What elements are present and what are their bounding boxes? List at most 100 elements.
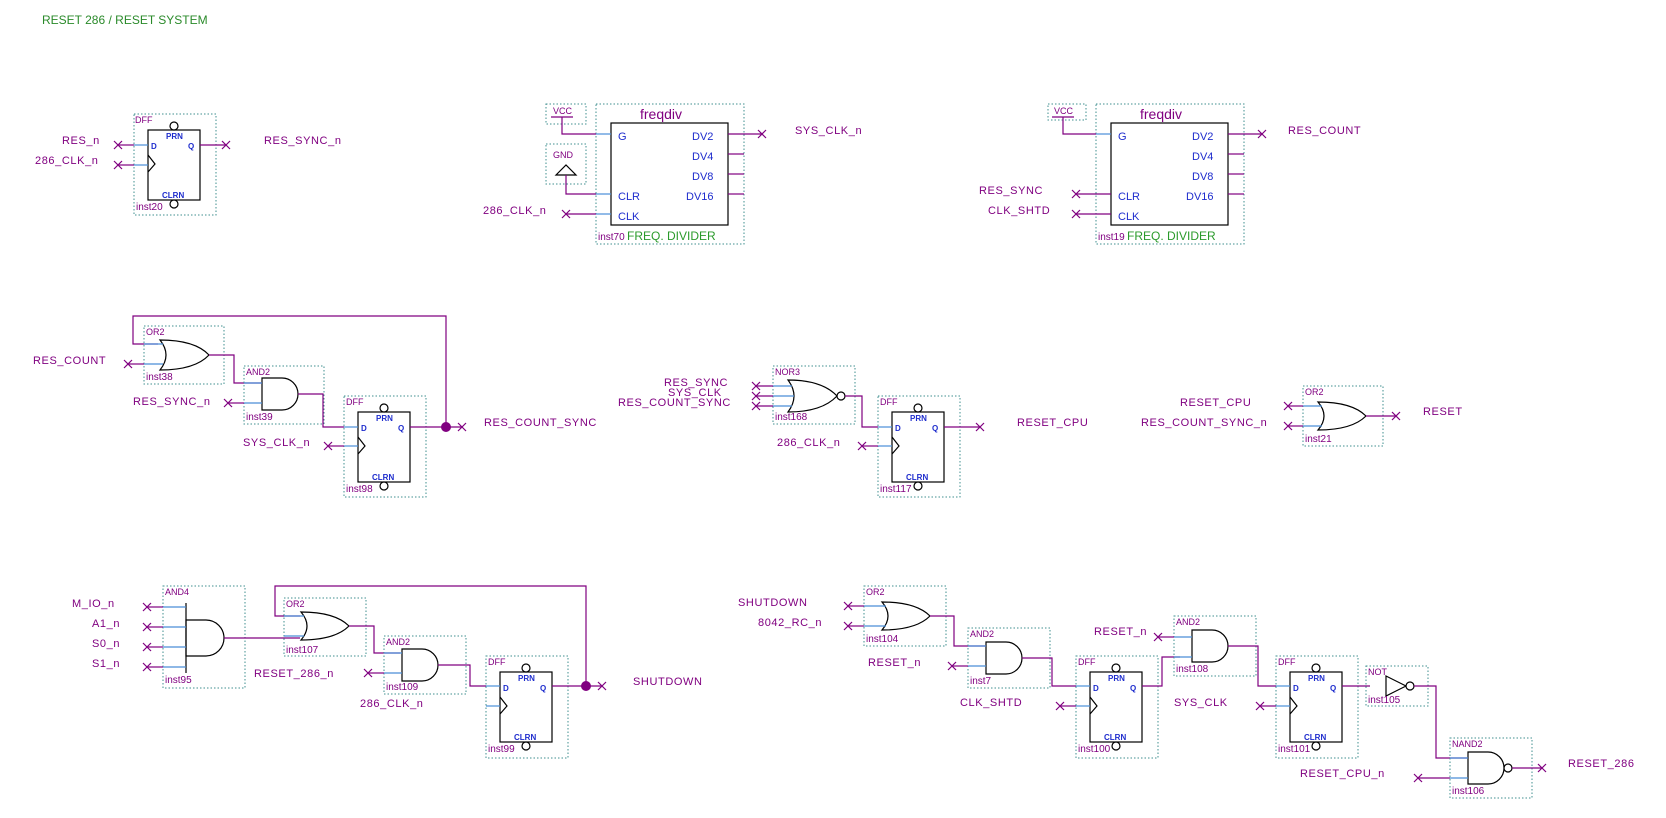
net-res-count-sync: RES_COUNT_SYNC [484, 417, 597, 429]
net-shutdown: SHUTDOWN [633, 676, 703, 688]
svg-text:AND2: AND2 [1176, 617, 1200, 627]
net-8042-rc-n: 8042_RC_n [758, 617, 822, 629]
svg-text:AND4: AND4 [165, 587, 189, 597]
svg-text:Q: Q [398, 424, 404, 433]
svg-text:inst21: inst21 [1305, 434, 1332, 445]
svg-text:AND2: AND2 [246, 367, 270, 377]
dff-inst100[interactable]: DFF PRN CLRN D Q inst100 [1075, 655, 1159, 759]
dff-inst98[interactable]: DFF PRN CLRN D Q inst98 [343, 395, 427, 498]
svg-text:inst107: inst107 [286, 645, 319, 656]
svg-text:NOT: NOT [1368, 667, 1388, 677]
svg-text:DFF: DFF [880, 397, 898, 407]
svg-text:Q: Q [1330, 684, 1336, 693]
and2-inst109[interactable]: AND2 inst109 [383, 635, 467, 695]
svg-text:CLR: CLR [1118, 191, 1140, 203]
svg-text:DV16: DV16 [686, 191, 714, 203]
svg-text:D: D [895, 424, 901, 433]
net-reset-n-2: RESET_n [1094, 626, 1147, 638]
svg-text:CLRN: CLRN [372, 473, 394, 482]
or2-inst104[interactable]: OR2 inst104 [863, 585, 947, 647]
svg-text:PRN: PRN [910, 414, 927, 423]
net-sys-clk-2: SYS_CLK [1174, 697, 1228, 709]
freqdiv-inst19[interactable]: freqdiv G CLR CLK DV2 DV4 DV8 DV16 inst1… [1095, 103, 1245, 245]
net-reset-286-n: RESET_286_n [254, 668, 334, 680]
svg-text:D: D [361, 424, 367, 433]
svg-text:VCC: VCC [1054, 106, 1074, 116]
svg-text:FREQ. DIVIDER: FREQ. DIVIDER [1127, 229, 1216, 243]
svg-text:inst19: inst19 [1098, 232, 1125, 243]
svg-text:inst99: inst99 [488, 744, 515, 755]
svg-text:D: D [1093, 684, 1099, 693]
svg-text:G: G [618, 131, 627, 143]
svg-text:OR2: OR2 [286, 599, 305, 609]
svg-text:DV2: DV2 [1192, 131, 1213, 143]
dff-inst117[interactable]: DFF PRN CLRN D Q inst117 [877, 395, 961, 498]
svg-text:CLK: CLK [1118, 211, 1140, 223]
and2-inst39[interactable]: AND2 inst39 [243, 365, 325, 425]
svg-text:freqdiv: freqdiv [1140, 106, 1182, 122]
net-clk-shtd: CLK_SHTD [988, 205, 1050, 217]
net-res-sync-n: RES_SYNC_n [264, 135, 342, 147]
net-reset-cpu-in: RESET_CPU [1180, 397, 1251, 409]
net-reset-n: RESET_n [868, 657, 921, 669]
svg-text:inst101: inst101 [1278, 744, 1311, 755]
net-reset-286: RESET_286 [1568, 758, 1635, 770]
svg-text:DFF: DFF [1278, 657, 1296, 667]
svg-text:PRN: PRN [166, 132, 183, 141]
svg-text:inst105: inst105 [1368, 695, 1401, 706]
svg-text:CLRN: CLRN [906, 473, 928, 482]
vcc-symbol-2: VCC [1047, 103, 1087, 121]
net-res-count-sync-n: RES_COUNT_SYNC_n [1141, 417, 1267, 429]
svg-text:inst117: inst117 [880, 484, 912, 495]
net-s0-n: S0_n [92, 638, 120, 650]
svg-text:CLRN: CLRN [1104, 733, 1126, 742]
svg-text:AND2: AND2 [386, 637, 410, 647]
or2-inst107[interactable]: OR2 inst107 [283, 597, 367, 657]
dff-lib-label: DFF [135, 115, 153, 125]
nor3-inst168[interactable]: NOR3 inst168 [772, 365, 856, 425]
net-sys-clk: SYS_CLK [668, 387, 722, 399]
svg-text:inst104: inst104 [866, 634, 899, 645]
svg-text:NOR3: NOR3 [775, 367, 800, 377]
svg-text:inst7: inst7 [970, 676, 992, 687]
net-res-count-sync-in: RES_COUNT_SYNC [618, 397, 731, 409]
net-sys-clk-n: SYS_CLK_n [795, 125, 862, 137]
net-reset-cpu: RESET_CPU [1017, 417, 1088, 429]
svg-text:inst100: inst100 [1078, 744, 1111, 755]
svg-text:PRN: PRN [1308, 674, 1325, 683]
dff-inst20[interactable]: DFF PRN CLRN D Q inst20 [133, 113, 217, 216]
and2-inst108[interactable]: AND2 inst108 [1173, 615, 1257, 677]
net-reset: RESET [1423, 406, 1463, 418]
svg-text:CLRN: CLRN [162, 191, 184, 200]
svg-text:DV8: DV8 [692, 171, 713, 183]
freqdiv-inst70[interactable]: freqdiv G CLR CLK DV2 DV4 DV8 DV16 inst7… [595, 103, 745, 245]
dff-inst101[interactable]: DFF PRN CLRN D Q inst101 [1275, 655, 1359, 759]
net-res-count: RES_COUNT [1288, 125, 1361, 137]
svg-text:G: G [1118, 131, 1127, 143]
schematic-title: RESET 286 / RESET SYSTEM [42, 13, 208, 27]
junction-dot [441, 422, 451, 432]
net-286-clk-n-2: 286_CLK_n [483, 205, 547, 217]
svg-text:AND2: AND2 [970, 629, 994, 639]
net-286-clk-n-4: 286_CLK_n [360, 698, 424, 710]
net-286-clk-n-3: 286_CLK_n [777, 437, 841, 449]
svg-text:inst38: inst38 [146, 372, 173, 383]
net-res-count-in: RES_COUNT [33, 355, 106, 367]
svg-text:freqdiv: freqdiv [640, 106, 682, 122]
net-res-sync-n-in: RES_SYNC_n [133, 396, 211, 408]
net-shutdown-in: SHUTDOWN [738, 597, 808, 609]
svg-text:DV4: DV4 [692, 151, 713, 163]
and4-inst95[interactable]: AND4 inst95 [162, 585, 246, 689]
vcc-symbol-1: VCC [545, 103, 587, 125]
svg-text:inst109: inst109 [386, 682, 419, 693]
svg-text:inst39: inst39 [246, 412, 273, 423]
svg-text:NAND2: NAND2 [1452, 739, 1483, 749]
svg-text:CLK: CLK [618, 211, 640, 223]
dff-inst99[interactable]: DFF PRN CLRN D Q inst99 [485, 655, 569, 759]
svg-text:PRN: PRN [376, 414, 393, 423]
svg-text:CLR: CLR [618, 191, 640, 203]
net-res-n: RES_n [62, 135, 100, 147]
svg-text:DV2: DV2 [692, 131, 713, 143]
svg-text:PRN: PRN [518, 674, 535, 683]
